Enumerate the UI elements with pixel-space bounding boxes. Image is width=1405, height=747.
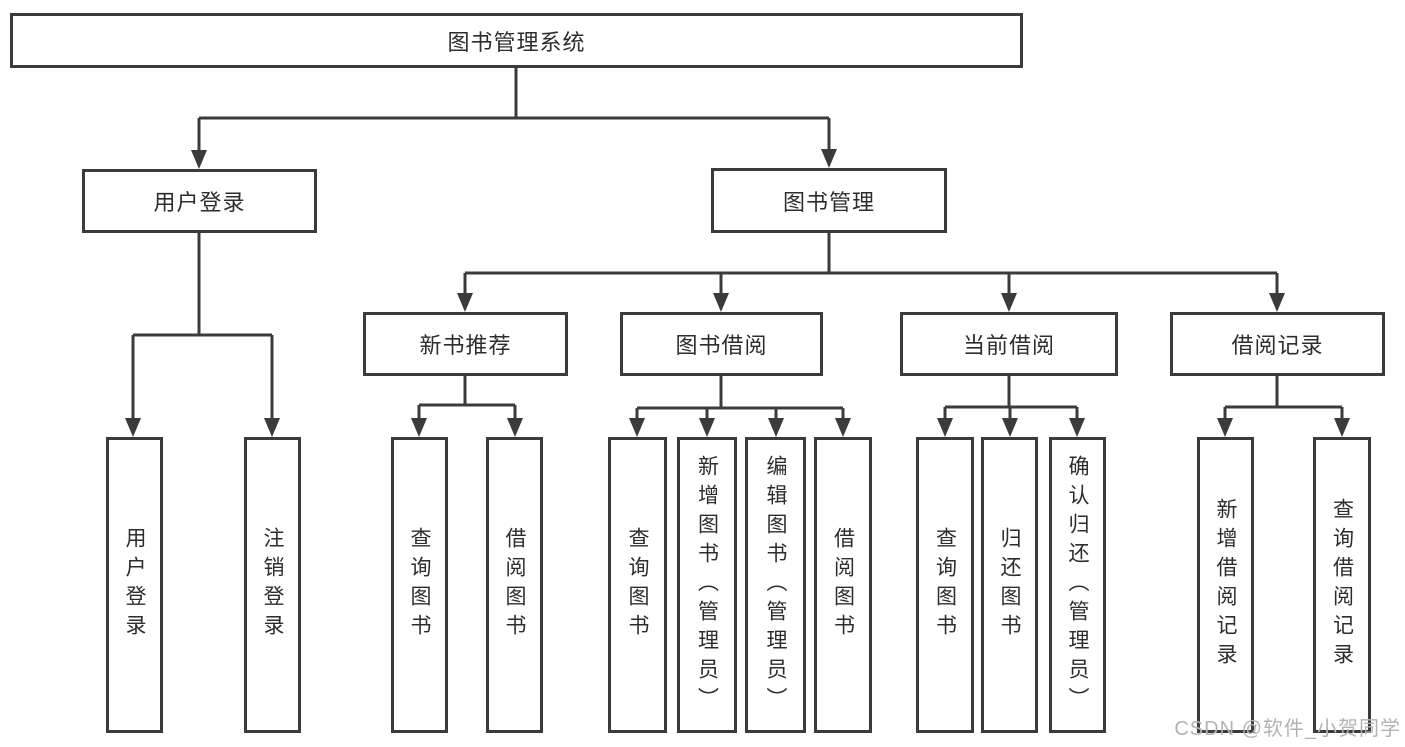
node-book-borrowing: 图书借阅: [620, 312, 823, 376]
leaf-confirm-return-admin: 确认归还（管理员）: [1049, 437, 1106, 733]
node-new-book-recommend: 新书推荐: [363, 312, 568, 376]
node-book-management: 图书管理: [711, 168, 947, 233]
leaf-current-query-books: 查询图书: [916, 437, 974, 733]
leaf-borrowing-query-books: 查询图书: [608, 437, 667, 733]
leaf-add-borrow-record: 新增借阅记录: [1197, 437, 1254, 733]
node-library-system: 图书管理系统: [10, 13, 1023, 68]
leaf-logout: 注销登录: [244, 437, 301, 733]
node-borrowing-records: 借阅记录: [1170, 312, 1385, 376]
leaf-user-login: 用户登录: [106, 437, 163, 733]
leaf-recommend-borrow-books: 借阅图书: [486, 437, 543, 733]
node-current-borrowing: 当前借阅: [900, 312, 1118, 376]
leaf-borrowing-borrow-books: 借阅图书: [814, 437, 872, 733]
leaf-edit-book-admin: 编辑图书（管理员）: [745, 437, 806, 733]
node-user-login: 用户登录: [82, 169, 317, 233]
leaf-return-books: 归还图书: [981, 437, 1038, 733]
leaf-query-borrow-record: 查询借阅记录: [1313, 437, 1371, 733]
leaf-recommend-query-books: 查询图书: [391, 437, 448, 733]
leaf-add-book-admin: 新增图书（管理员）: [677, 437, 737, 733]
watermark: CSDN @软件_小贺同学: [1174, 718, 1401, 740]
